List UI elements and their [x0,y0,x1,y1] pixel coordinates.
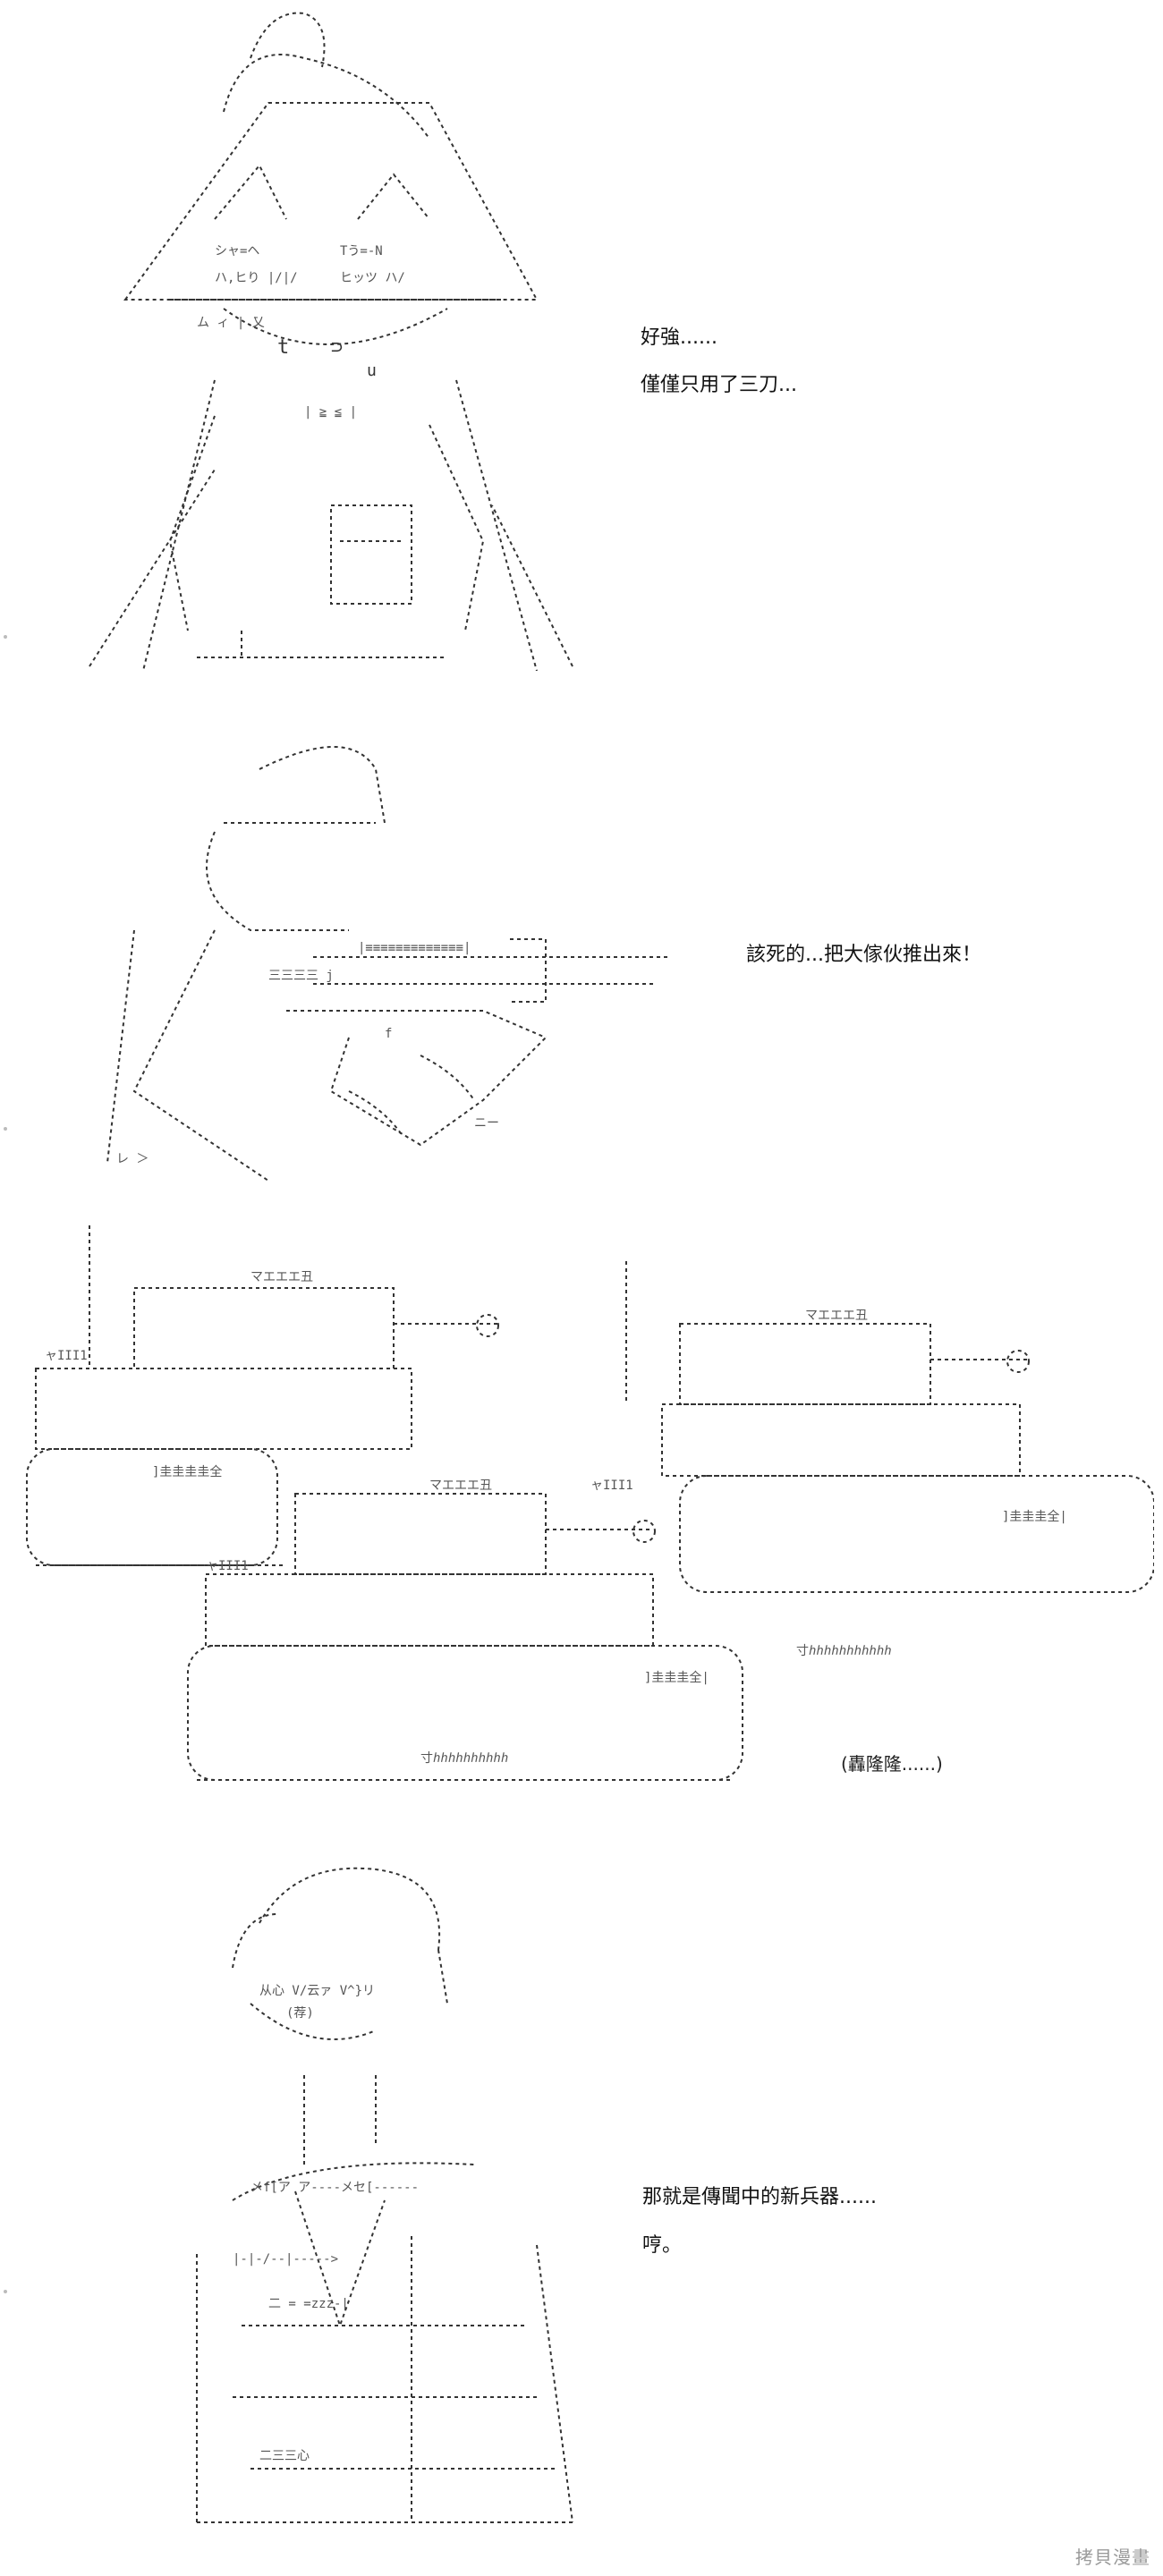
panel-2: |≡≡≡≡≡≡≡≡≡≡≡≡≡| 三三三三 j f レ ＞ ニー 該死的...把大… [0,707,1163,1190]
panel-1-line-1: 好強...... [641,326,717,349]
svg-text:三三三三 j: 三三三三 j [268,969,334,983]
svg-text:⊃: ⊃ [331,336,343,359]
svg-text:|-|-/--|----->: |-|-/--|-----> [233,2252,338,2267]
svg-text:Tう=-N: Tう=-N [340,244,383,258]
svg-text:(荐): (荐) [286,2006,314,2021]
panel-3: マエエエ丑 マエエエ丑 マエエエ丑 ]圭圭圭圭全 ]圭圭圭全| ]圭圭圭全| 寸… [0,1216,1163,1816]
svg-text:]圭圭圭全|: ]圭圭圭全| [644,1670,709,1685]
panel-1-line-2: 僅僅只用了三刀... [641,374,797,396]
svg-text:マエエエ丑: マエエエ丑 [805,1309,868,1323]
svg-text:| ≧ ≦ |: | ≧ ≦ | [304,405,357,419]
svg-text:从心 V/云ァ V^}リ: 从心 V/云ァ V^}リ [259,1984,375,1998]
coated-man-drawing: 从心 V/云ァ V^}リ (荐) メf[ア ア----メセ[------ |-|… [196,1867,573,2523]
svg-text:f: f [385,1027,392,1041]
svg-text:ム ィ | ̄乂: ム ィ | ̄乂 [197,316,265,330]
svg-text:二 = =zzz-|: 二 = =zzz-| [268,2297,349,2311]
ascii-art-hooded-girl: t ⊃ u シャ=ヘ Tう=-N ハ,ヒ [36,4,590,671]
svg-text:メf[ア ア----メセ[------: メf[ア ア----メセ[------ [250,2181,419,2195]
panel-1: t ⊃ u シャ=ヘ Tう=-N ハ,ヒ [0,0,1163,680]
svg-text:u: u [367,361,377,380]
panel-4-line-2: 哼。 [642,2234,683,2257]
margin-dot [4,1127,7,1131]
svg-text:ニー: ニー [474,1116,499,1131]
svg-text:ヒッツ ハ/: ヒッツ ハ/ [340,271,405,285]
panel-2-line-1: 該死的...把大傢伙推出來！ [746,944,981,966]
hooded-girl-drawing: t ⊃ u シャ=ヘ Tう=-N ハ,ヒ [89,12,573,671]
tanks-drawing: マエエエ丑 マエエエ丑 マエエエ丑 ]圭圭圭圭全 ]圭圭圭全| ]圭圭圭全| 寸… [26,1225,1154,1781]
panel-4-line-1: 那就是傳聞中的新兵器...... [642,2186,877,2208]
svg-text:ャIII1: ャIII1 [45,1349,88,1363]
svg-text:ャIII1: ャIII1 [590,1479,633,1493]
ascii-art-rifle-soldier: |≡≡≡≡≡≡≡≡≡≡≡≡≡| 三三三三 j f レ ＞ ニー [81,716,725,1181]
svg-text:レ ＞: レ ＞ [116,1152,149,1166]
panel-3-sound-effect: (轟隆隆......) [841,1753,943,1775]
svg-text:寸ℎℎℎℎℎℎℎℎℎℎ: 寸ℎℎℎℎℎℎℎℎℎℎ [420,1751,508,1766]
svg-text:シャ=ヘ: シャ=ヘ [215,244,259,258]
svg-text:ャIII1: ャIII1 [206,1559,249,1573]
ascii-art-tanks: マエエエ丑 マエエエ丑 マエエエ丑 ]圭圭圭圭全 ]圭圭圭全| ]圭圭圭全| 寸… [18,1225,1154,1807]
svg-text:寸ℎℎℎℎℎℎℎℎℎℎℎ: 寸ℎℎℎℎℎℎℎℎℎℎℎ [796,1644,892,1658]
svg-text:二三三心: 二三三心 [259,2449,310,2463]
svg-text:マエエエ丑: マエエエ丑 [250,1270,313,1284]
panel-4: 从心 V/云ァ V^}リ (荐) メf[ア ア----メセ[------ |-|… [0,1852,1163,2567]
margin-dot [4,635,7,639]
margin-dot [4,2290,7,2293]
svg-text:|≡≡≡≡≡≡≡≡≡≡≡≡≡|: |≡≡≡≡≡≡≡≡≡≡≡≡≡| [358,941,471,955]
watermark-logo: 拷貝漫畫 [1075,2546,1150,2568]
ascii-art-coated-man: 从心 V/云ァ V^}リ (荐) メf[ア ア----メセ[------ |-|… [179,1860,626,2558]
svg-text:マエエエ丑: マエエエ丑 [429,1479,492,1493]
svg-text:ハ,ヒり |/|/: ハ,ヒり |/|/ [215,271,298,285]
rifle-soldier-drawing: |≡≡≡≡≡≡≡≡≡≡≡≡≡| 三三三三 j f レ ＞ ニー [106,746,671,1181]
svg-text:t: t [277,336,289,359]
svg-text:]圭圭圭全|: ]圭圭圭全| [1002,1509,1067,1524]
svg-text:]圭圭圭圭全: ]圭圭圭圭全 [152,1464,222,1479]
